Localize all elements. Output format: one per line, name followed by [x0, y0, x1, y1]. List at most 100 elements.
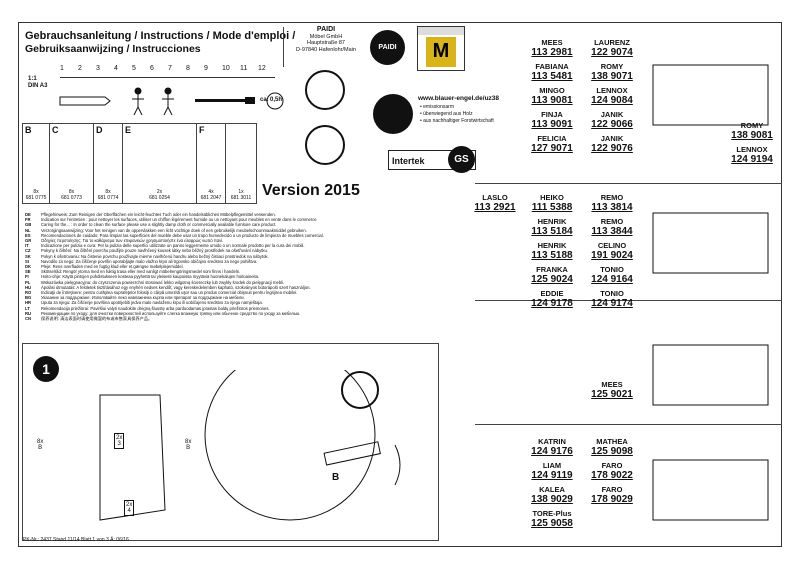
ruler-mark: 10 [222, 65, 230, 72]
model-name: FARO [601, 461, 623, 470]
model-code: 125 9058 [531, 518, 573, 529]
ruler-mark: 12 [258, 65, 266, 72]
model-code: 124 9176 [531, 446, 573, 457]
model-name: MEES [541, 38, 563, 47]
model-name: KALEA [539, 485, 565, 494]
model-name: REMO [600, 193, 624, 202]
ruler-mark: 11 [240, 65, 248, 72]
blauer-engel-bullets: • emissionsarm • überwiegend aus Holz • … [420, 104, 494, 124]
model-name: TORE-Plus [532, 509, 572, 518]
model-code: 178 9022 [591, 470, 633, 481]
model-code: 191 9024 [591, 250, 633, 261]
certification-badge: M [417, 26, 465, 71]
model-name: HENRIK [537, 217, 567, 226]
time-estimate: ca. 0,5h [260, 97, 283, 103]
model-code: 125 9021 [591, 389, 633, 400]
ruler-mark: 1 [60, 65, 64, 72]
model-code: 113 9091 [531, 119, 573, 130]
model-name: HENRIK [537, 241, 567, 250]
model-code: 122 9066 [591, 119, 633, 130]
divider [475, 183, 782, 184]
ruler-mark: 8 [186, 65, 190, 72]
model-name: FELICIA [537, 134, 567, 143]
model-code: 124 9194 [731, 154, 773, 165]
model-name: FRANKA [536, 265, 568, 274]
model-code: 113 5184 [531, 226, 573, 237]
model-code: 113 2981 [531, 47, 573, 58]
ruler-mark: 3 [96, 65, 100, 72]
model-name: MEES [601, 380, 623, 389]
assembly-diagram [99, 370, 401, 521]
page-frame [18, 22, 782, 547]
divider [475, 300, 782, 301]
model-name: ROMY [600, 62, 624, 71]
ruler-mark: 9 [204, 65, 208, 72]
model-code: 138 9029 [531, 494, 573, 505]
model-name: KATRIN [538, 437, 566, 446]
scale-label: 1:1 DIN A3 [28, 76, 48, 89]
ruler-mark: 4 [114, 65, 118, 72]
model-name: REMO [600, 217, 624, 226]
model-name: MATHEA [596, 437, 628, 446]
model-code: 124 9164 [591, 274, 633, 285]
ruler-mark: 5 [132, 65, 136, 72]
dowel-label-right: 8x B [185, 439, 192, 451]
ruler-mark: 6 [150, 65, 154, 72]
model-name: LENNOX [596, 86, 628, 95]
dowel-label-left: 8x B [37, 439, 44, 451]
model-code: 113 3844 [591, 226, 633, 237]
step-number: 1 [33, 356, 59, 382]
model-code: 124 9119 [531, 470, 573, 481]
no-drill-icon [305, 70, 345, 110]
model-name: JANIK [600, 134, 624, 143]
model-code: 124 9174 [591, 298, 633, 309]
ruler-mark: 7 [168, 65, 172, 72]
ruler-mark: 2 [78, 65, 82, 72]
crib-illustration [652, 344, 769, 406]
model-code: 124 9178 [531, 298, 573, 309]
version-label: Version 2015 [262, 182, 360, 199]
model-code: 113 5188 [531, 250, 573, 261]
model-name: LIAM [542, 461, 562, 470]
paidi-logo: PAIDI [370, 30, 405, 65]
model-code: 113 2921 [474, 202, 516, 213]
footer-info: PK-Nr.: 2437 Stand 11/14 Blatt 1 von 3 Ä… [23, 537, 129, 543]
model-name: FINJA [541, 110, 563, 119]
